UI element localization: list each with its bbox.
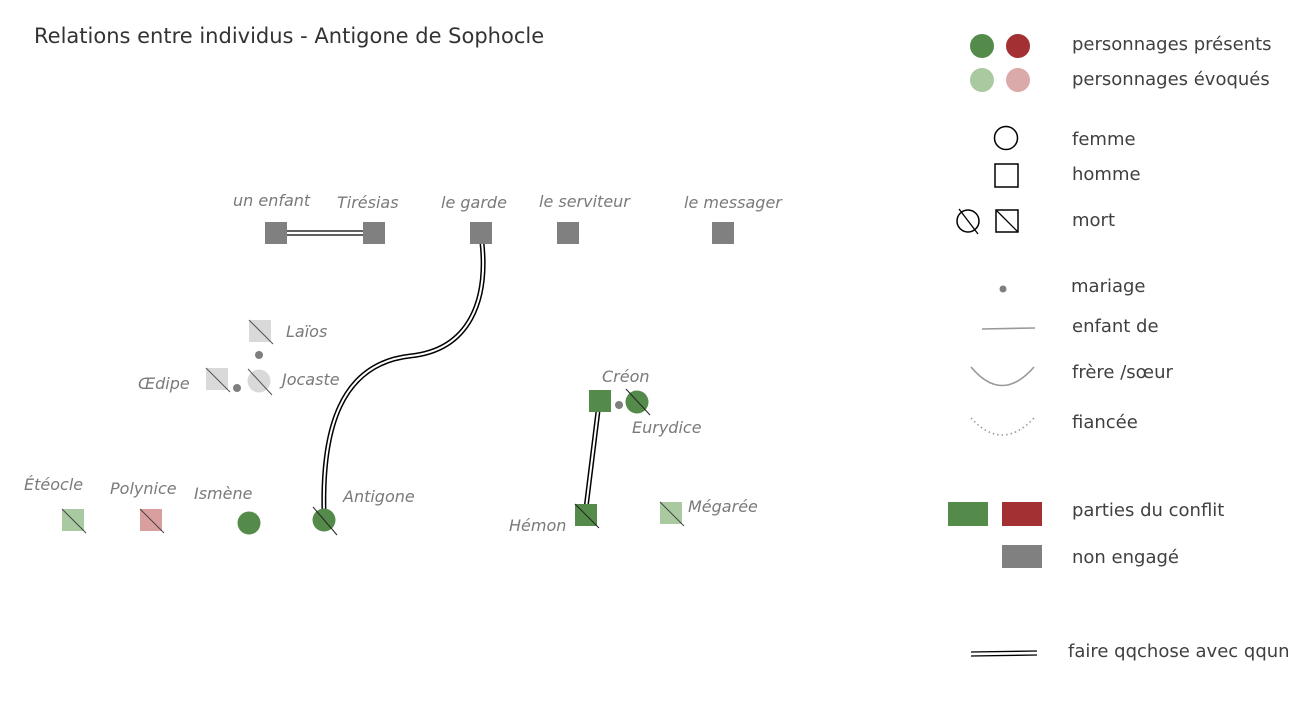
label-creon: Créon <box>602 367 650 386</box>
legend-label-mariage: mariage <box>1071 276 1146 297</box>
legend-label-presents: personnages présents <box>1072 34 1272 55</box>
legend-label-frere-soeur: frère /sœur <box>1072 362 1173 383</box>
node-megaree <box>659 501 685 527</box>
legend-evoked-green <box>970 68 994 92</box>
legend-label-femme: femme <box>1072 129 1136 150</box>
node-polynice <box>139 508 165 534</box>
legend-conflit-green <box>948 502 988 526</box>
legend-present-green <box>970 34 994 58</box>
link-enfant-tiresias <box>287 230 363 236</box>
label-serviteur: le serviteur <box>539 192 630 211</box>
legend-faire-double-line <box>970 650 1038 657</box>
node-ismene <box>237 511 261 535</box>
page-title: Relations entre individus - Antigone de … <box>34 24 545 48</box>
legend-mort-femme-icon <box>956 208 980 235</box>
legend-label-faire: faire qqchose avec qqun <box>1068 641 1290 662</box>
legend-label-mort: mort <box>1072 210 1116 231</box>
marriage-dot-creon-eurydice <box>615 401 623 409</box>
legend-homme-icon <box>994 163 1019 188</box>
label-oedipe: Œdipe <box>138 374 190 393</box>
node-oedipe <box>205 367 231 393</box>
legend-evoked-red <box>1006 68 1030 92</box>
legend-label-enfant-de: enfant de <box>1072 316 1159 337</box>
legend-label-homme: homme <box>1072 164 1141 185</box>
label-tiresias: Tirésias <box>337 193 399 212</box>
node-enfant <box>265 222 287 244</box>
marriage-dot-oedipe-jocaste <box>233 384 241 392</box>
label-hemon: Hémon <box>509 516 567 535</box>
marriage-dot-laios-jocaste <box>255 351 263 359</box>
node-eteocle <box>61 508 87 534</box>
node-jocaste <box>247 368 273 396</box>
node-eurydice <box>625 388 651 416</box>
link-creon-hemon <box>583 410 601 509</box>
legend-conflit-red <box>1002 502 1042 526</box>
legend-non-engage-grey <box>1002 545 1042 568</box>
node-hemon <box>574 503 600 529</box>
link-garde-antigone <box>321 242 486 513</box>
legend-label-non-engage: non engagé <box>1072 547 1179 568</box>
node-antigone <box>312 506 338 536</box>
label-garde: le garde <box>441 193 507 212</box>
node-laios <box>248 319 274 345</box>
node-garde <box>470 222 492 244</box>
label-eteocle: Étéocle <box>24 475 84 494</box>
label-antigone: Antigone <box>343 487 415 506</box>
legend-mort-homme-icon <box>995 209 1019 233</box>
legend-present-red <box>1006 34 1030 58</box>
legend-label-parties: parties du conflit <box>1072 500 1225 521</box>
node-messager <box>712 222 734 244</box>
label-megaree: Mégarée <box>688 497 758 516</box>
label-messager: le messager <box>684 193 782 212</box>
label-polynice: Polynice <box>110 479 177 498</box>
legend-enfant-de-line <box>981 327 1036 330</box>
node-serviteur <box>557 222 579 244</box>
legend-label-fiancee: fiancée <box>1072 412 1138 433</box>
label-jocaste: Jocaste <box>282 370 340 389</box>
node-tiresias <box>363 222 385 244</box>
node-creon <box>589 390 611 412</box>
legend-femme-icon <box>993 125 1019 151</box>
label-eurydice: Eurydice <box>632 418 702 437</box>
legend-label-evoques: personnages évoqués <box>1072 69 1270 90</box>
legend-frere-soeur-arc <box>970 366 1035 387</box>
legend-mariage-dot <box>999 285 1007 293</box>
legend-fiancee-arc <box>970 417 1035 436</box>
label-enfant: un enfant <box>233 191 311 210</box>
label-laios: Laïos <box>286 322 328 341</box>
label-ismene: Ismène <box>194 484 253 503</box>
